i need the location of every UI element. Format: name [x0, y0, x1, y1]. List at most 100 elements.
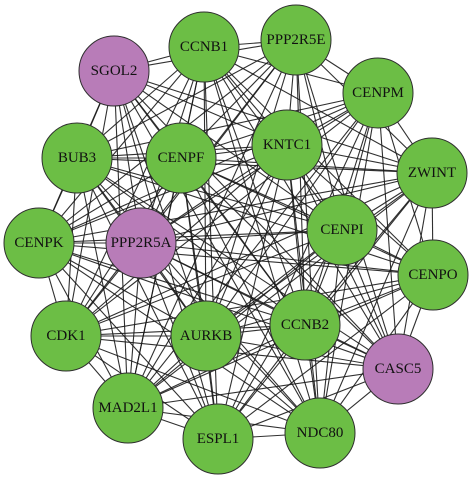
- edge-bub3-ndc80: [76, 157, 321, 434]
- node-label-espl1: ESPL1: [197, 431, 240, 447]
- node-label-ppp2r5e: PPP2R5E: [266, 32, 325, 48]
- edge-ccnb1-aurkb: [203, 46, 207, 337]
- node-circle-ccnb1: [168, 11, 240, 83]
- node-casc5: CASC5: [362, 333, 434, 405]
- node-ccnb2: CCNB2: [269, 289, 341, 361]
- node-circle-cenpo: [397, 239, 469, 311]
- node-label-zwint: ZWINT: [408, 165, 456, 181]
- edge-zwint-cenpk: [38, 172, 433, 244]
- node-cenpo: CENPO: [397, 239, 469, 311]
- edge-cdk1-ndc80: [65, 335, 321, 434]
- node-label-cenpo: CENPO: [408, 267, 457, 283]
- node-ccnb1: CCNB1: [168, 11, 240, 83]
- edge-ppp2r5a-cenpo: [140, 242, 434, 276]
- edge-ppp2r5e-aurkb: [205, 39, 297, 337]
- edge-ppp2r5e-bub3: [76, 39, 297, 159]
- node-ndc80: NDC80: [284, 397, 356, 469]
- edge-kntc1-cenpk: [38, 144, 288, 244]
- edge-cenpo-cdk1: [65, 274, 434, 337]
- node-circle-espl1: [182, 403, 254, 475]
- node-circle-cdk1: [30, 300, 102, 372]
- edge-cenpm-cdk1: [65, 92, 379, 337]
- node-layer: SGOL2 CCNB1 PPP2R5E CENPM BUB3 CENPF KNTC1ZWIN…: [3, 4, 469, 475]
- node-circle-bub3: [41, 122, 113, 194]
- node-circle-ccnb2: [269, 289, 341, 361]
- edge-cenpk-espl1: [38, 242, 219, 440]
- node-circle-mad2l1: [92, 372, 164, 444]
- node-label-bub3: BUB3: [58, 150, 96, 166]
- node-label-ppp2r5a: PPP2R5A: [111, 235, 172, 251]
- node-label-ccnb1: CCNB1: [180, 39, 228, 55]
- node-circle-ppp2r5e: [260, 4, 332, 76]
- node-espl1: ESPL1: [182, 403, 254, 475]
- node-circle-cenpm: [342, 57, 414, 129]
- edge-sgol2-ndc80: [113, 70, 321, 434]
- edge-cenpk-cenpo: [38, 242, 434, 276]
- node-bub3: BUB3: [41, 122, 113, 194]
- edge-bub3-mad2l1: [76, 157, 129, 409]
- node-ppp2r5a: PPP2R5A: [105, 207, 177, 279]
- node-cenpf: CENPF: [145, 122, 217, 194]
- node-label-sgol2: SGOL2: [91, 63, 138, 79]
- node-sgol2: SGOL2: [78, 35, 150, 107]
- edge-sgol2-cdk1: [65, 70, 115, 337]
- node-aurkb: AURKB: [170, 300, 242, 372]
- node-mad2l1: MAD2L1: [92, 372, 164, 444]
- edge-cenpm-casc5: [377, 92, 399, 370]
- node-label-mad2l1: MAD2L1: [98, 400, 157, 416]
- node-label-cenpk: CENPK: [14, 235, 63, 251]
- edge-cenpm-aurkb: [205, 92, 379, 337]
- node-cenpm: CENPM: [342, 57, 414, 129]
- node-circle-ndc80: [284, 397, 356, 469]
- edge-cenpk-cenpi: [38, 229, 343, 244]
- node-label-aurkb: AURKB: [180, 328, 233, 344]
- edge-ccnb1-cdk1: [65, 46, 205, 337]
- edge-ccnb1-cenpk: [38, 46, 205, 244]
- edge-zwint-ppp2r5a: [140, 172, 433, 244]
- edge-ppp2r5e-mad2l1: [127, 39, 297, 409]
- edge-casc5-mad2l1: [127, 368, 399, 409]
- node-cenpk: CENPK: [3, 207, 75, 279]
- node-circle-cenpf: [145, 122, 217, 194]
- node-ppp2r5e: PPP2R5E: [260, 4, 332, 76]
- node-label-casc5: CASC5: [375, 361, 422, 377]
- edge-cenpi-cdk1: [65, 229, 343, 337]
- edge-ccnb1-espl1: [203, 46, 219, 440]
- edge-bub3-cenpi: [76, 157, 343, 231]
- edge-bub3-ccnb2: [76, 157, 306, 326]
- edge-zwint-mad2l1: [127, 172, 433, 409]
- node-circle-ppp2r5a: [105, 207, 177, 279]
- node-circle-sgol2: [78, 35, 150, 107]
- edge-cenpm-bub3: [76, 92, 379, 159]
- edge-bub3-cenpo: [76, 157, 434, 276]
- node-circle-cenpi: [306, 194, 378, 266]
- node-cdk1: CDK1: [30, 300, 102, 372]
- node-label-cenpi: CENPI: [320, 222, 363, 238]
- edge-bub3-casc5: [76, 157, 399, 370]
- node-circle-kntc1: [251, 109, 323, 181]
- edge-ccnb1-ccnb2: [203, 46, 306, 326]
- node-kntc1: KNTC1: [251, 109, 323, 181]
- node-label-cenpf: CENPF: [158, 150, 205, 166]
- node-circle-aurkb: [170, 300, 242, 372]
- edge-bub3-zwint: [76, 157, 433, 174]
- node-label-kntc1: KNTC1: [263, 137, 311, 153]
- edge-kntc1-espl1: [217, 144, 288, 440]
- node-circle-cenpk: [3, 207, 75, 279]
- edge-bub3-espl1: [76, 157, 219, 440]
- node-label-cenpm: CENPM: [352, 85, 404, 101]
- node-circle-zwint: [396, 137, 468, 209]
- edge-cenpk-ccnb2: [38, 242, 306, 326]
- edge-kntc1-ndc80: [286, 144, 321, 434]
- node-zwint: ZWINT: [396, 137, 468, 209]
- node-label-cdk1: CDK1: [46, 328, 85, 344]
- edge-cenpm-mad2l1: [127, 92, 379, 409]
- node-label-ccnb2: CCNB2: [281, 317, 329, 333]
- edge-cenpf-cenpo: [180, 157, 434, 276]
- node-cenpi: CENPI: [306, 194, 378, 266]
- edge-cenpf-ndc80: [180, 157, 321, 434]
- edge-zwint-ndc80: [319, 172, 433, 434]
- node-circle-casc5: [362, 333, 434, 405]
- edge-ppp2r5a-casc5: [140, 242, 399, 370]
